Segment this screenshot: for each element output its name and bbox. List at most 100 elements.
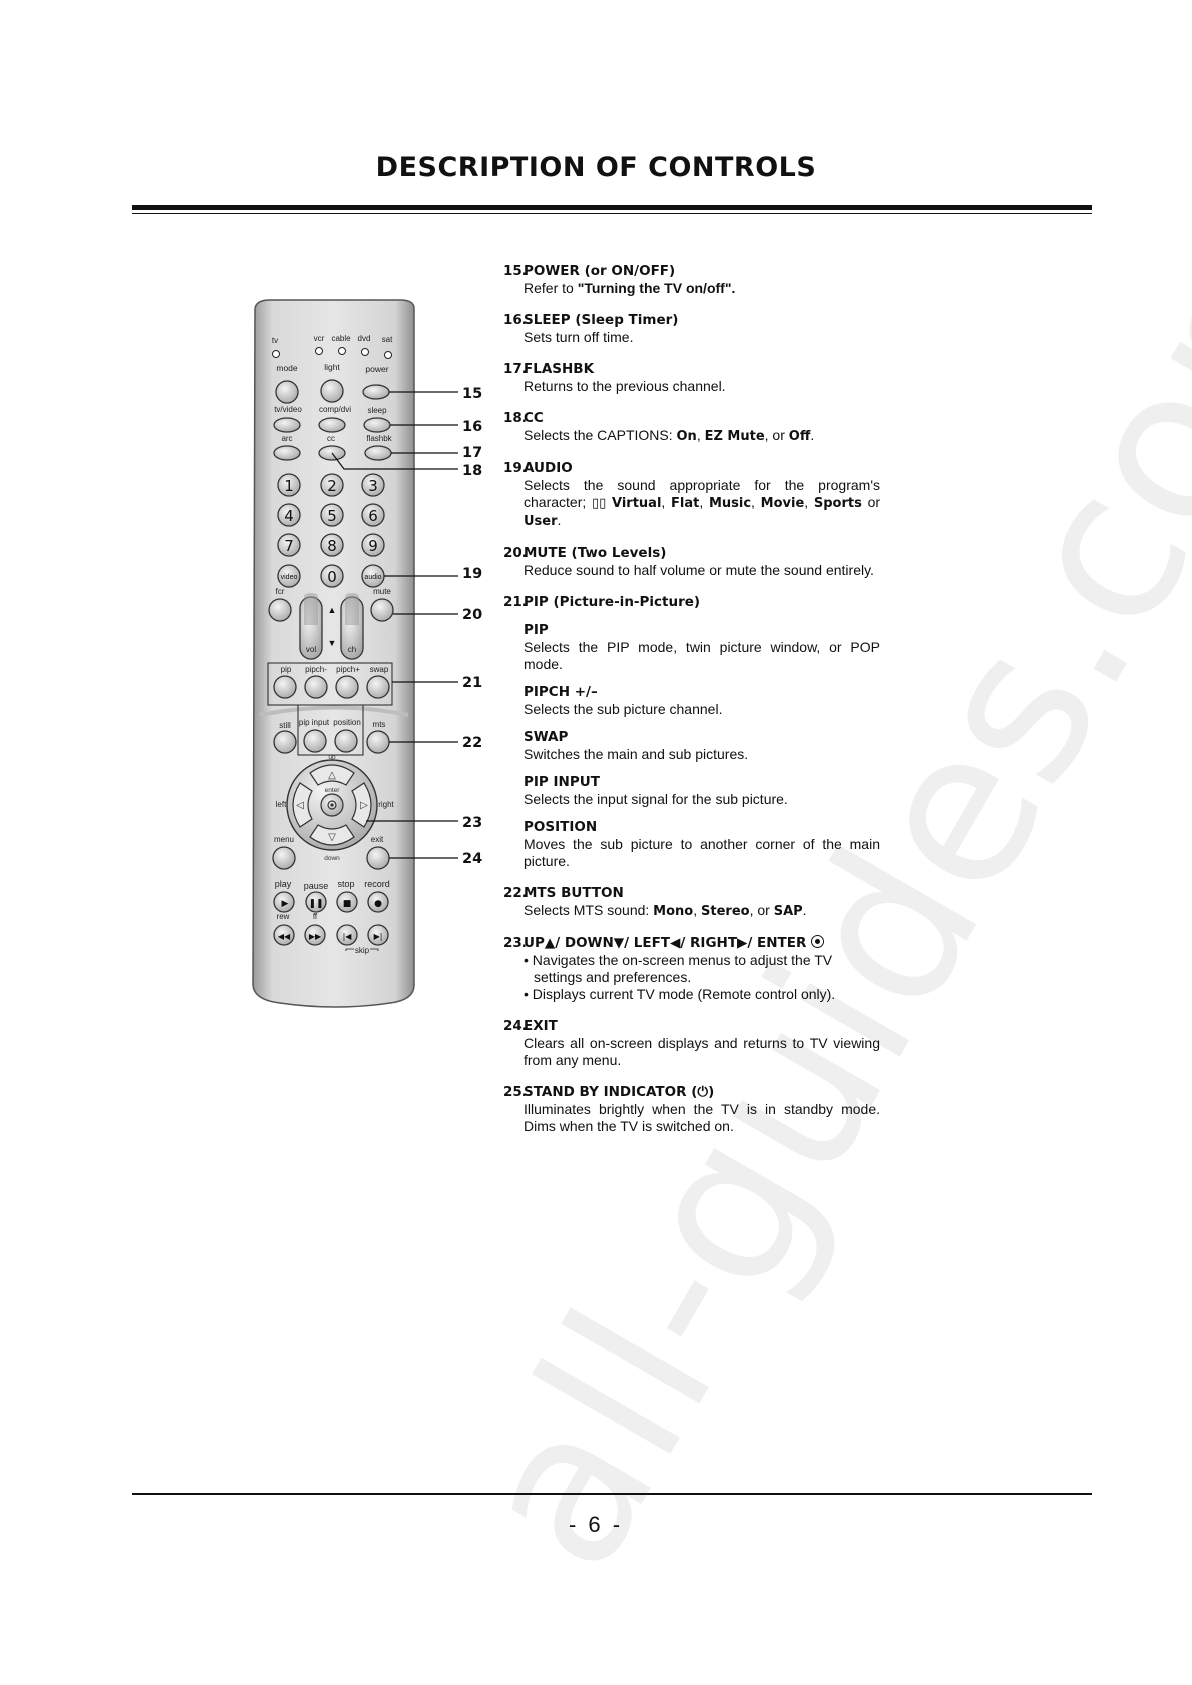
item-17: 17.FLASHBK Returns to the previous chann… bbox=[503, 361, 726, 394]
sub-item-pipch: PIPCH +/–Selects the sub picture channel… bbox=[524, 684, 723, 717]
label-pipch-plus: pipch+ bbox=[336, 665, 360, 674]
label-stop: stop bbox=[337, 879, 354, 889]
enter-icon bbox=[811, 935, 825, 948]
label-ff: ff bbox=[313, 912, 318, 921]
stop-icon: ■ bbox=[343, 899, 352, 909]
label-down: down bbox=[324, 855, 340, 862]
rewind-icon: ◀◀ bbox=[278, 932, 291, 941]
callout-23: 23 bbox=[462, 815, 482, 831]
controls-description-list: 15.POWER (or ON/OFF) Refer to "Turning t… bbox=[503, 262, 880, 1149]
label-mode: mode bbox=[276, 363, 298, 373]
item-title: FLASHBK bbox=[524, 361, 595, 377]
sleep-button bbox=[363, 417, 391, 433]
label-left: left bbox=[276, 800, 287, 809]
callout-15: 15 bbox=[462, 386, 482, 402]
item-25: 25.STAND BY INDICATOR (⏻) Illuminates br… bbox=[503, 1084, 880, 1134]
digit-button-2 bbox=[320, 473, 344, 497]
label-skip: skip bbox=[355, 946, 370, 955]
footer-rule bbox=[132, 1493, 1092, 1495]
nav-left-icon: ◁ bbox=[296, 800, 304, 811]
callout-16: 16 bbox=[462, 419, 482, 435]
digit-6: 6 bbox=[368, 507, 378, 525]
digit-button-9 bbox=[361, 533, 385, 557]
label-cable: cable bbox=[331, 334, 351, 343]
digit-button-5 bbox=[320, 503, 344, 527]
vol-ch-up-arrow: ▲ bbox=[328, 605, 337, 615]
label-compdvi: comp/dvi bbox=[319, 405, 351, 414]
skip-back-icon: |◀ bbox=[343, 932, 353, 941]
item-22: 22.MTS BUTTON Selects MTS sound: Mono, S… bbox=[503, 885, 807, 919]
skip-back-button bbox=[336, 924, 358, 946]
label-arc: arc bbox=[281, 434, 292, 443]
nav-right-icon: ▷ bbox=[360, 800, 368, 811]
compdvi-button bbox=[318, 417, 346, 433]
label-cc: cc bbox=[327, 434, 335, 443]
label-fcr: fcr bbox=[276, 587, 285, 596]
play-button bbox=[273, 891, 295, 913]
swap-button bbox=[366, 675, 390, 699]
digit-4: 4 bbox=[284, 507, 294, 525]
digit-button-8 bbox=[320, 533, 344, 557]
label-still: still bbox=[279, 721, 291, 730]
label-play: play bbox=[275, 879, 292, 889]
digit-1: 1 bbox=[284, 477, 294, 495]
item-title: MTS BUTTON bbox=[524, 885, 624, 901]
label-power: power bbox=[365, 364, 388, 374]
label-exit: exit bbox=[371, 835, 384, 844]
down-button bbox=[309, 824, 355, 846]
item-20: 20.MUTE (Two Levels) Reduce sound to hal… bbox=[503, 545, 874, 578]
pipch-minus-button bbox=[304, 675, 328, 699]
page-title: DESCRIPTION OF CONTROLS bbox=[375, 152, 817, 183]
label-mts: mts bbox=[373, 720, 386, 729]
digit-button-4 bbox=[277, 503, 301, 527]
label-tv: tv bbox=[272, 336, 278, 345]
callout-17: 17 bbox=[462, 445, 482, 461]
item-title: STAND BY INDICATOR ( bbox=[524, 1084, 698, 1100]
label-rew: rew bbox=[277, 912, 290, 921]
callout-20: 20 bbox=[462, 607, 482, 623]
right-button bbox=[351, 782, 372, 828]
digit-8: 8 bbox=[327, 537, 337, 555]
digit-button-7 bbox=[277, 533, 301, 557]
tvvideo-button bbox=[273, 417, 301, 433]
mode-led-sat bbox=[384, 351, 392, 359]
header-rule-thick bbox=[132, 205, 1092, 210]
position-button bbox=[334, 729, 358, 753]
still-button bbox=[273, 730, 297, 754]
digit-button-3 bbox=[361, 473, 385, 497]
label-vcr: vcr bbox=[314, 334, 325, 343]
ff-button bbox=[304, 924, 326, 946]
exit-button bbox=[366, 846, 390, 870]
callout-24: 24 bbox=[462, 851, 482, 867]
item-title: MUTE (Two Levels) bbox=[524, 545, 667, 561]
record-button bbox=[367, 891, 389, 913]
rew-button bbox=[273, 924, 295, 946]
label-audio: audio bbox=[364, 574, 381, 581]
item-24: 24.EXIT Clears all on-screen displays an… bbox=[503, 1018, 880, 1068]
item-title: CC bbox=[524, 410, 544, 426]
item-19: 19.AUDIO Selects the sound appropriate f… bbox=[503, 460, 881, 529]
mode-led-cable bbox=[338, 347, 346, 355]
label-sat: sat bbox=[382, 335, 393, 344]
video-button bbox=[277, 564, 301, 588]
item-title: AUDIO bbox=[524, 460, 573, 476]
power-button bbox=[362, 384, 390, 400]
item-23: 23.UP▲/ DOWN▼/ LEFT◀/ RIGHT▶/ ENTER • Na… bbox=[503, 935, 836, 1002]
up-button bbox=[309, 764, 355, 786]
item-16: 16.SLEEP (Sleep Timer) Sets turn off tim… bbox=[503, 312, 679, 345]
digit-2: 2 bbox=[327, 477, 337, 495]
light-button bbox=[320, 379, 344, 403]
label-video: video bbox=[281, 574, 298, 581]
item-15: 15.POWER (or ON/OFF) Refer to "Turning t… bbox=[503, 263, 736, 296]
label-pip: pip bbox=[281, 665, 292, 674]
surround-icon: ▯▯ bbox=[591, 496, 607, 511]
item-title: UP▲/ DOWN▼/ LEFT◀/ RIGHT▶/ ENTER bbox=[524, 935, 807, 951]
label-position: position bbox=[333, 718, 361, 727]
record-icon: ● bbox=[374, 899, 382, 909]
pip-button bbox=[273, 675, 297, 699]
mode-led-tv bbox=[272, 350, 280, 358]
label-pipinput: pip input bbox=[299, 718, 330, 727]
digit-3: 3 bbox=[368, 477, 378, 495]
